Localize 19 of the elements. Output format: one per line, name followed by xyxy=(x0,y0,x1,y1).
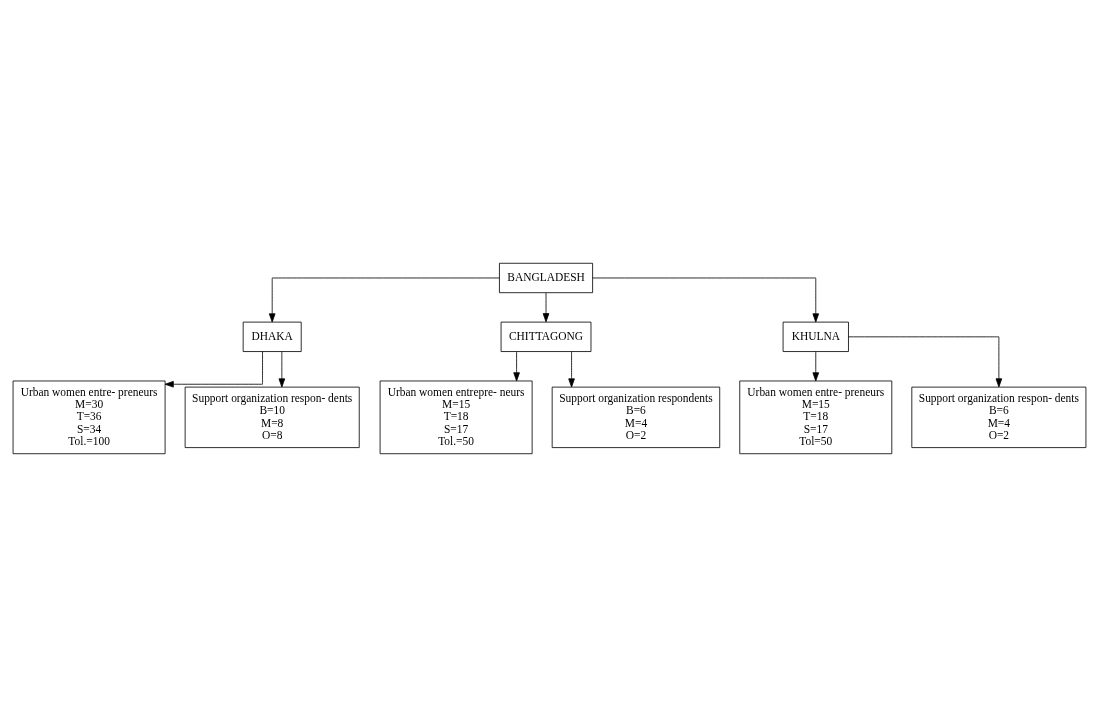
arrow xyxy=(542,292,550,323)
node-box: Urban women entre- preneurs M=30 T=36 S=34 Tol.=100 xyxy=(12,380,166,455)
arrow xyxy=(278,351,286,388)
node-box: KHULNA xyxy=(782,321,849,352)
node-box: Support organization respon- dents B=10 M=8 O=8 xyxy=(184,386,360,448)
arrow xyxy=(848,336,1003,388)
node-box: BANGLADESH xyxy=(499,262,594,294)
node-box: CHITTAGONG xyxy=(500,321,592,352)
arrow xyxy=(268,277,500,323)
node-box: Support organization respondents B=6 M=4 O=2 xyxy=(551,386,721,448)
node-box: Urban women entre- preneurs M=15 T=18 S=17 Tol=50 xyxy=(739,380,893,455)
node-box: DHAKA xyxy=(242,321,302,352)
arrow xyxy=(812,351,820,382)
node-box: Urban women entrepre- neurs M=15 T=18 S=17 Tol.=50 xyxy=(379,380,533,455)
arrow xyxy=(164,351,263,388)
arrow xyxy=(568,351,575,388)
node-box: Support organization respon- dents B=6 M=4 O=2 xyxy=(911,386,1087,448)
arrow xyxy=(592,277,820,323)
arrow xyxy=(513,351,520,382)
